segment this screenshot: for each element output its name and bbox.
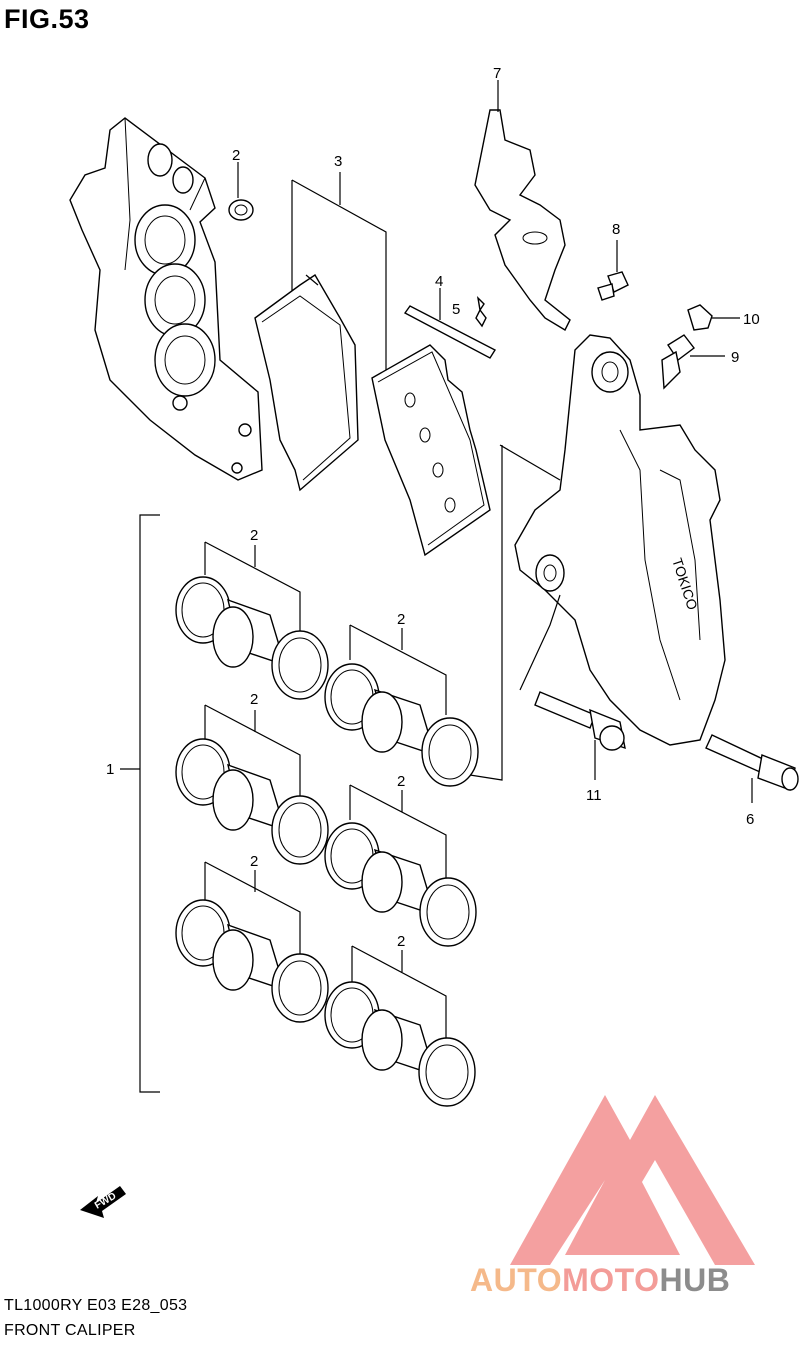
piston-set-6: [324, 945, 476, 1107]
callout-2-set4: 2: [397, 773, 405, 790]
piston-set-4: [324, 784, 477, 947]
bleeder-valve: [661, 304, 740, 390]
watermark-auto: AUTO: [470, 1262, 563, 1298]
figure-title: FIG.53: [4, 4, 90, 34]
callout-11: 11: [586, 787, 602, 804]
mounting-bolt-11: [534, 691, 626, 780]
piston-set-1: [175, 541, 329, 700]
callout-2-set5: 2: [250, 853, 258, 870]
caliper-bracket: [474, 80, 571, 331]
callout-2-set6: 2: [397, 933, 405, 950]
piston-set-3: [175, 704, 329, 865]
callout-2-seal: 2: [232, 147, 240, 164]
callout-7: 7: [493, 65, 501, 82]
piston-kit-bracket: [120, 514, 160, 1093]
watermark-moto: MOTO: [562, 1262, 660, 1298]
callout-1: 1: [106, 761, 114, 778]
fwd-label: FWD: [93, 1191, 118, 1212]
watermark-hub: HUB: [659, 1262, 731, 1298]
piston-set-2: [324, 624, 479, 787]
callout-9: 9: [731, 349, 739, 366]
model-code: TL1000RY E03 E28_053: [4, 1297, 188, 1314]
automotohub-watermark: AUTOMOTOHUB: [470, 1090, 800, 1305]
callout-10: 10: [743, 311, 760, 328]
callout-3: 3: [334, 153, 342, 170]
pad-pin-and-clip: [403, 288, 496, 359]
section-name: FRONT CALIPER: [4, 1322, 136, 1339]
watermark-text: AUTOMOTOHUB: [470, 1262, 730, 1299]
piston-set-5: [175, 861, 329, 1023]
caliper-inner-half: [69, 117, 263, 481]
brake-pad-set: [254, 172, 491, 557]
forward-direction-arrow: FWD: [80, 1186, 126, 1218]
callout-2-set1: 2: [250, 527, 258, 544]
callout-4: 4: [435, 273, 443, 290]
mounting-bolt-6: [705, 734, 799, 803]
assembly-lines: [469, 444, 561, 781]
caliper-outer-half: TOKICO: [514, 334, 726, 746]
callout-8: 8: [612, 221, 620, 238]
bracket-bolt: [597, 240, 629, 301]
callout-2-set2: 2: [397, 611, 405, 628]
callout-5: 5: [452, 301, 460, 318]
callout-6: 6: [746, 811, 754, 828]
watermark-triangle-logo: [510, 1095, 755, 1265]
piston-seal-single: [228, 162, 254, 221]
callout-2-set3: 2: [250, 691, 258, 708]
